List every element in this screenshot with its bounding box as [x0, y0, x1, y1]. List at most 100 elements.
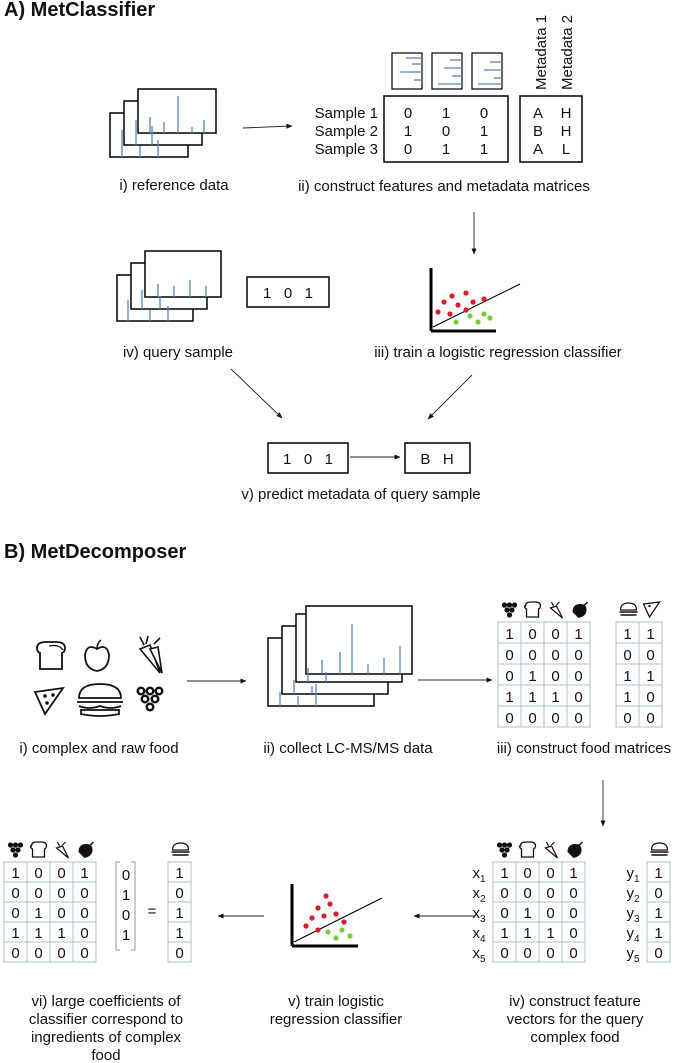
matrix-value: 0 — [57, 945, 65, 962]
red-sample-dot — [447, 311, 453, 317]
x-label: x4 — [472, 925, 486, 945]
query-vector-2: 1 0 1 — [283, 451, 333, 468]
burger-icon — [171, 842, 190, 856]
matrix-value: 0 — [528, 626, 536, 643]
matrix-value: 1 — [11, 925, 19, 942]
metadata-matrix-box — [519, 95, 583, 163]
matrix-value: 0 — [623, 710, 631, 727]
matrix-value: 0 — [34, 885, 42, 902]
matrix-value: 1 — [80, 865, 88, 882]
metadata-value: L — [562, 141, 570, 158]
matrix-value: 0 — [569, 945, 577, 962]
matrix-value: 1 — [523, 905, 531, 922]
query-vector-box-2 — [267, 442, 349, 474]
matrix-value: 1 — [523, 925, 531, 942]
matrix-value: 0 — [551, 647, 559, 664]
matrix-value: 1 — [654, 925, 662, 942]
x-label: x5 — [472, 945, 486, 965]
matrix-cell — [566, 705, 591, 728]
feature-spectra-icons — [391, 52, 503, 90]
ham-icon — [78, 841, 95, 858]
carrot-icon — [55, 841, 70, 859]
red-sample-dot — [303, 923, 309, 929]
burger-icon — [619, 602, 638, 616]
caption-a-iii: iii) train a logistic regression classif… — [374, 344, 622, 361]
matrix-value: 1 — [623, 689, 631, 706]
feature-value: 1 — [404, 123, 412, 140]
red-sample-dot — [449, 293, 455, 299]
matrix-value: 1 — [175, 905, 183, 922]
arrow-a-i-ii — [242, 123, 293, 129]
matrix-value: 0 — [551, 668, 559, 685]
carrot-icon — [549, 601, 564, 619]
burger-icon — [650, 842, 669, 856]
feature-value: 0 — [480, 105, 488, 122]
green-sample-dot — [333, 935, 339, 941]
matrix-value: 0 — [11, 945, 19, 962]
matrix-value: 1 — [654, 905, 662, 922]
matrix-value: 1 — [569, 865, 577, 882]
green-sample-dot — [487, 315, 493, 321]
matrix-cell — [561, 941, 586, 963]
caption-b-iv-line: complex food — [530, 1029, 619, 1046]
matrix-value: 0 — [34, 865, 42, 882]
feature-value: 1 — [480, 123, 488, 140]
green-sample-dot — [475, 319, 481, 325]
matrix-value: 0 — [654, 945, 662, 962]
caption-a-ii: ii) construct features and metadata matr… — [298, 178, 590, 195]
sample-label: Sample 2 — [315, 123, 378, 140]
matrix-value: 0 — [569, 905, 577, 922]
matrix-value: 0 — [574, 689, 582, 706]
matrix-value: 0 — [80, 885, 88, 902]
matrix-value: 1 — [546, 925, 554, 942]
grapes-icon — [7, 842, 24, 858]
matrix-value: 0 — [654, 885, 662, 902]
feature-value: 1 — [480, 141, 488, 158]
matrix-value: 0 — [523, 885, 531, 902]
feature-value: 0 — [404, 141, 412, 158]
metadata-value: H — [561, 123, 572, 140]
arrow-a-iv-v — [230, 368, 283, 419]
y-label: y5 — [626, 945, 640, 965]
matrix-value: 0 — [574, 668, 582, 685]
caption-b-vi-line: classifier correspond to — [29, 1011, 183, 1028]
red-sample-dot — [455, 302, 461, 308]
matrix-value: 0 — [569, 925, 577, 942]
matrix-value: 1 — [11, 865, 19, 882]
classifier-plot-b — [290, 884, 383, 948]
caption-b-vi-line: ingredients of complex — [31, 1029, 182, 1046]
arrow-a-iii-v — [427, 374, 473, 420]
metadata-2-header: Metadata 2 — [559, 15, 576, 90]
matrix-value: 1 — [528, 668, 536, 685]
caption-b-v-line: v) train logistic — [288, 993, 384, 1010]
matrix-value: 1 — [574, 626, 582, 643]
matrix-value: 0 — [569, 885, 577, 902]
matrix-value: 0 — [523, 945, 531, 962]
matrix-value: 0 — [546, 885, 554, 902]
pizza-icon — [642, 601, 661, 619]
red-sample-dot — [315, 927, 321, 933]
bread-icon — [29, 841, 48, 858]
caption-b-ii: ii) collect LC-MS/MS data — [263, 740, 433, 757]
matrix-value: 0 — [80, 925, 88, 942]
x-label: x1 — [472, 865, 486, 885]
caption-b-iii: iii) construct food matrices — [497, 740, 671, 757]
apple-icon — [84, 639, 110, 672]
red-sample-dot — [315, 905, 321, 911]
y-label: y3 — [626, 905, 640, 925]
ham-icon — [567, 841, 584, 858]
matrix-value: 0 — [80, 905, 88, 922]
matrix-value: 0 — [11, 885, 19, 902]
matrix-value: 0 — [11, 905, 19, 922]
burger-icon — [77, 683, 123, 717]
caption-a-iv: iv) query sample — [123, 344, 233, 361]
metadata-value: B — [533, 123, 543, 140]
green-sample-dot — [467, 313, 473, 319]
